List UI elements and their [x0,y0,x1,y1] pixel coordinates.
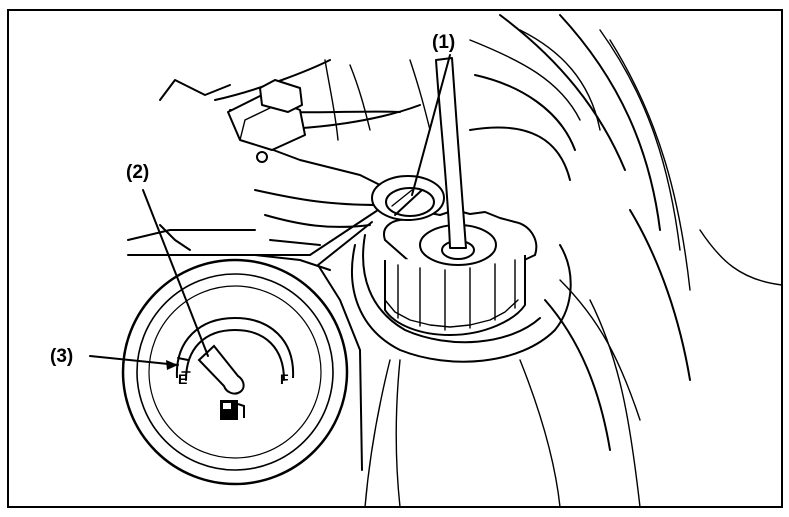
gauge-full-mark: F [280,371,289,387]
diagram-frame [7,9,783,508]
callout-1-label: (1) [432,32,455,53]
zoom-leader-upper [127,209,379,256]
gauge-empty-mark: E [178,371,187,387]
callout-2-label: (2) [126,162,149,183]
gauge-inset [121,258,349,486]
callout-1: (1) [411,32,455,196]
breather-tube [435,57,467,249]
gauge-window [371,175,445,221]
callout-3-label: (3) [50,346,73,367]
hose-connector [227,79,306,163]
fuel-pump-icon [220,400,245,420]
callout-3: (3) [50,346,179,370]
vehicle-body [127,14,783,508]
zoom-leader-lower [317,221,373,471]
callout-2: (2) [126,162,209,357]
gauge-needle [197,344,245,395]
